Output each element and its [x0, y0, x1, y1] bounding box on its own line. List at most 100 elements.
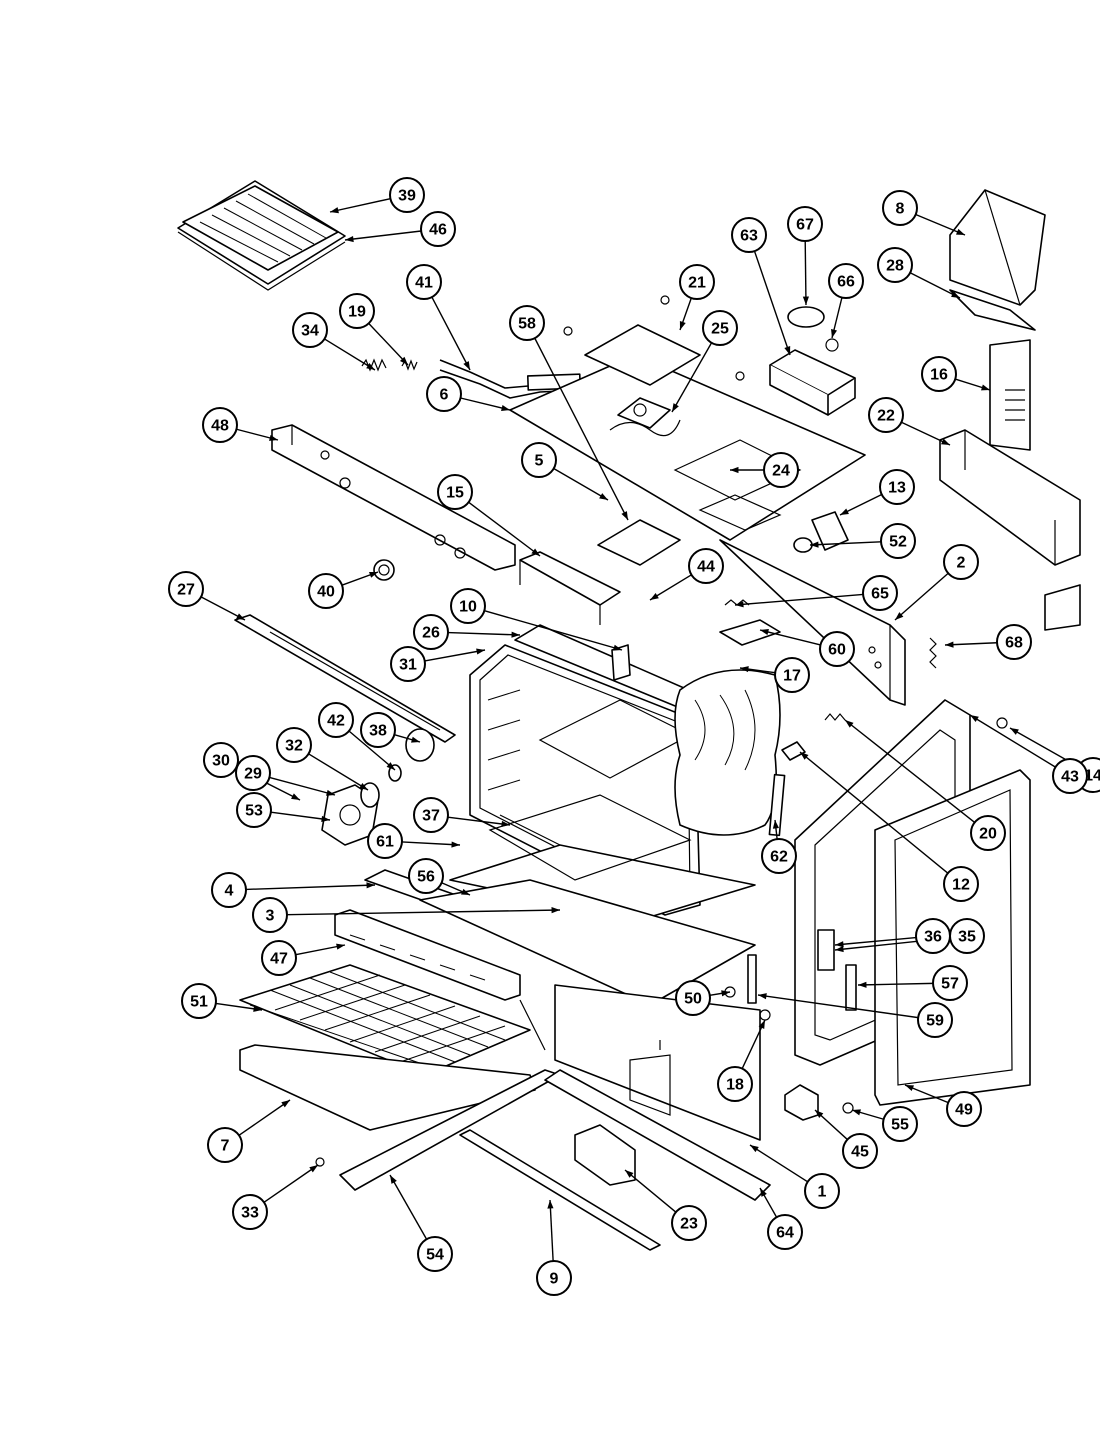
callout-number: 10: [459, 599, 477, 616]
leader-arrow-20: [845, 720, 854, 728]
callout-circle: [879, 469, 915, 505]
callout-number: 6: [440, 387, 449, 404]
callout-circle: [828, 263, 864, 299]
leader-arrow-43: [970, 715, 979, 723]
leader-arrow-55: [852, 1109, 861, 1116]
leader-arrow-30: [291, 793, 300, 800]
leader-line-37: [447, 816, 511, 826]
leader-arrow-22: [941, 438, 950, 445]
callout-circle: [521, 442, 557, 478]
callout-19: 19: [339, 293, 375, 329]
leader-arrow-15: [531, 548, 540, 556]
callout-16: 16: [921, 356, 957, 392]
broiler-pan: [177, 180, 346, 291]
leader-line-12: [799, 751, 949, 874]
leader-arrow-59: [758, 993, 767, 1000]
leader-arrow-60: [760, 629, 769, 636]
hinge-57: [845, 964, 857, 1011]
callout-number: 66: [837, 274, 855, 291]
callout-number: 15: [446, 485, 464, 502]
fan-67: [787, 306, 825, 328]
callout-number: 61: [376, 834, 394, 851]
callout-15: 15: [437, 474, 473, 510]
leader-arrow-18: [758, 1020, 765, 1029]
leader-arrow-57: [858, 981, 867, 988]
leader-arrow-45: [815, 1110, 824, 1118]
leader-arrow-3: [551, 907, 560, 914]
callout-number: 45: [851, 1144, 869, 1161]
callout-5: 5: [521, 442, 557, 478]
callout-number: 17: [783, 668, 801, 685]
callout-number: 60: [828, 642, 846, 659]
part-66: [825, 338, 839, 352]
callout-circle: [862, 575, 898, 611]
callout-number: 19: [348, 304, 366, 321]
callout-number: 47: [270, 951, 288, 968]
spring-68: [929, 637, 937, 669]
leader-line-59: [757, 994, 919, 1019]
callout-circle: [207, 1127, 243, 1163]
leader-arrow-48: [269, 434, 278, 441]
callout-circle: [413, 797, 449, 833]
callout-circle: [702, 310, 738, 346]
leader-line-8: [915, 213, 966, 236]
leader-arrow-12: [800, 752, 809, 760]
callout-circle: [211, 872, 247, 908]
leader-line-61: [401, 841, 461, 846]
callout-62: 62: [761, 838, 797, 874]
leader-line-28: [909, 272, 961, 299]
callout-circle: [318, 702, 354, 738]
callout-circle: [367, 823, 403, 859]
leader-arrow-50: [721, 990, 730, 997]
leader-line-53: [270, 811, 331, 821]
leader-arrow-13: [840, 508, 849, 515]
leader-arrow-6: [501, 405, 510, 412]
leader-line-34: [324, 338, 376, 371]
spring-20: [824, 713, 846, 721]
callout-13: 13: [879, 469, 915, 505]
callout-46: 46: [420, 211, 456, 247]
drawer-front: [334, 909, 546, 1051]
callout-number: 25: [711, 321, 729, 338]
callout-number: 23: [680, 1216, 698, 1233]
screw-33: [315, 1157, 325, 1167]
callout-circle: [413, 614, 449, 650]
side-fragment: [1044, 584, 1081, 631]
leader-line-46: [344, 230, 422, 241]
callout-circle: [536, 1260, 572, 1296]
leader-line-43: [969, 714, 1056, 768]
leader-arrow-68: [945, 641, 954, 648]
drawer-pan: [239, 1044, 536, 1131]
callout-circle: [181, 983, 217, 1019]
callout-number: 3: [266, 908, 275, 925]
valve-assembly: [609, 397, 681, 437]
leader-arrow-32: [359, 782, 368, 790]
callout-number: 57: [941, 976, 959, 993]
callout-45: 45: [842, 1133, 878, 1169]
callout-2: 2: [943, 544, 979, 580]
callout-3: 3: [252, 897, 288, 933]
callout-circle: [232, 1194, 268, 1230]
callout-12: 12: [943, 866, 979, 902]
callout-circle: [949, 918, 985, 954]
callout-50: 50: [675, 980, 711, 1016]
leader-line-3: [286, 909, 561, 916]
callout-number: 40: [317, 584, 335, 601]
callout-number: 27: [177, 582, 195, 599]
callout-40: 40: [308, 573, 344, 609]
callout-34: 34: [292, 312, 328, 348]
callout-circle: [880, 523, 916, 559]
leader-line-5: [553, 467, 609, 501]
callout-43: 43: [1052, 758, 1088, 794]
callout-circle: [389, 177, 425, 213]
callout-circle: [276, 727, 312, 763]
leader-line-19: [368, 322, 409, 366]
callout-circle: [236, 792, 272, 828]
callout-57: 57: [932, 965, 968, 1001]
leader-arrow-61: [451, 841, 460, 848]
leader-arrow-33: [309, 1165, 318, 1173]
callout-circle: [804, 1173, 840, 1209]
callout-number: 63: [740, 228, 758, 245]
bracket-58: [597, 519, 681, 566]
callout-number: 18: [726, 1077, 744, 1094]
